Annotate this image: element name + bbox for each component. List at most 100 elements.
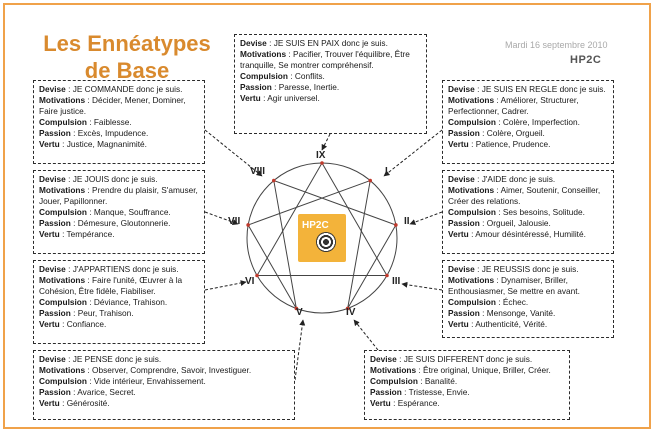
passion-text: Orgueil, Jalousie. — [486, 218, 551, 229]
enneagram-point — [255, 273, 259, 278]
devise-text: JE JOUIS donc je suis. — [72, 174, 158, 184]
passion-label: Passion — [370, 387, 402, 398]
compulsion-text: Manque, Souffrance. — [93, 207, 171, 218]
compulsion-text: Colère, Imperfection. — [502, 117, 580, 128]
arrow-vii — [204, 211, 239, 225]
devise-label: Devise — [448, 264, 475, 274]
devise-label: Devise — [448, 84, 475, 94]
devise-label: Devise — [39, 354, 66, 364]
compulsion-text: Faiblesse. — [93, 117, 132, 128]
motivations-text: Pacifier, Trouver l'équilibre, Être tran… — [240, 49, 410, 71]
type-box-viii: Devise : JE COMMANDE donc je suis. Motiv… — [33, 80, 205, 164]
passion-text: Avarice, Secret. — [77, 387, 136, 398]
motivations-label: Motivations — [39, 275, 86, 286]
numeral-ii: II — [404, 216, 410, 227]
passion-text: Paresse, Inertie. — [278, 82, 340, 93]
vertu-text: Authenticité, Vérité. — [475, 319, 548, 330]
compulsion-label: Compulsion — [39, 376, 87, 387]
passion-label: Passion — [39, 308, 71, 319]
motivations-text: Aimer, Soutenir, Conseiller, Créer des r… — [448, 185, 601, 207]
passion-text: Peur, Trahison. — [77, 308, 134, 319]
compulsion-label: Compulsion — [39, 207, 87, 218]
vertu-text: Agir universel. — [267, 93, 320, 104]
vertu-label: Vertu — [448, 319, 469, 330]
vertu-text: Amour désintéressé, Humilité. — [475, 229, 586, 240]
passion-text: Tristesse, Envie. — [408, 387, 470, 398]
compulsion-label: Compulsion — [240, 71, 288, 82]
numeral-v: V — [296, 307, 303, 318]
compulsion-label: Compulsion — [39, 117, 87, 128]
devise-text: J'APPARTIENS donc je suis. — [72, 264, 179, 274]
arrow-v — [294, 319, 306, 381]
devise-label: Devise — [39, 174, 66, 184]
compulsion-label: Compulsion — [448, 207, 496, 218]
enneagram-point — [345, 306, 350, 311]
arrow-iv — [353, 319, 379, 351]
devise-text: JE PENSE donc je suis. — [72, 354, 162, 364]
devise-text: J'AIDE donc je suis. — [481, 174, 556, 184]
passion-text: Excès, Impudence. — [77, 128, 149, 139]
brand-logo: HP2C — [570, 54, 602, 66]
devise-label: Devise — [448, 174, 475, 184]
target-icon — [316, 232, 336, 252]
passion-label: Passion — [39, 218, 71, 229]
devise-label: Devise — [39, 264, 66, 274]
passion-text: Démesure, Gloutonnerie. — [77, 218, 171, 229]
vertu-text: Générosité. — [66, 398, 110, 409]
type-box-ix: Devise : JE SUIS EN PAIX donc je suis. M… — [234, 34, 427, 134]
numeral-ix: IX — [316, 150, 326, 161]
motivations-label: Motivations — [39, 95, 86, 106]
compulsion-label: Compulsion — [39, 297, 87, 308]
devise-text: JE SUIS EN REGLE donc je suis. — [481, 84, 606, 94]
passion-label: Passion — [448, 128, 480, 139]
motivations-text: Dynamiser, Briller, Enthousiasmer, Se me… — [448, 275, 580, 297]
vertu-text: Tempérance. — [66, 229, 115, 240]
enneagram-point — [246, 223, 250, 227]
motivations-text: Observer, Comprendre, Savoir, Investigue… — [92, 365, 252, 376]
compulsion-text: Échec. — [502, 297, 529, 308]
motivations-text: Faire l'unité, Œuvrer à la Cohésion, Êtr… — [39, 275, 183, 297]
vertu-label: Vertu — [39, 319, 60, 330]
center-logo: HP2C — [298, 214, 346, 262]
compulsion-label: Compulsion — [370, 376, 418, 387]
motivations-label: Motivations — [39, 365, 86, 376]
type-box-iii: Devise : JE REUSSIS donc je suis. Motiva… — [442, 260, 614, 338]
numeral-i: I — [385, 166, 388, 177]
vertu-text: Espérance. — [397, 398, 440, 409]
motivations-label: Motivations — [448, 275, 495, 286]
type-box-v: Devise : JE PENSE donc je suis. Motivati… — [33, 350, 295, 420]
numeral-iv: IV — [346, 307, 356, 318]
compulsion-text: Ses besoins, Solitude. — [502, 207, 585, 218]
vertu-text: Patience, Prudence. — [475, 139, 551, 150]
vertu-label: Vertu — [39, 139, 60, 150]
arrow-iii — [401, 281, 443, 291]
type-box-vi: Devise : J'APPARTIENS donc je suis. Moti… — [33, 260, 205, 344]
arrow-ii — [409, 211, 443, 225]
devise-text: JE COMMANDE donc je suis. — [72, 84, 183, 94]
passion-label: Passion — [240, 82, 272, 93]
motivations-label: Motivations — [39, 185, 86, 196]
motivations-text: Décider, Mener, Dominer, Faire justice. — [39, 95, 186, 117]
passion-text: Colère, Orgueil. — [486, 128, 545, 139]
numeral-vii: VII — [228, 216, 241, 227]
page-title: Les Ennéatypes de Base — [43, 31, 211, 83]
vertu-label: Vertu — [39, 398, 60, 409]
vertu-text: Confiance. — [66, 319, 107, 330]
enneagram-point — [385, 273, 389, 278]
motivations-text: Prendre du plaisir, S'amuser, Jouer, Pap… — [39, 185, 198, 207]
devise-text: JE REUSSIS donc je suis. — [481, 264, 579, 274]
motivations-text: Améliorer, Structurer, Perfectionner, Ca… — [448, 95, 579, 117]
motivations-label: Motivations — [370, 365, 417, 376]
compulsion-text: Vide intérieur, Envahissement. — [93, 376, 206, 387]
arrow-vi — [204, 280, 247, 291]
enneagram-point — [294, 306, 299, 311]
arrow-i — [383, 129, 443, 177]
numeral-viii: VIII — [250, 166, 266, 177]
enneagram-point — [271, 178, 276, 183]
vertu-label: Vertu — [240, 93, 261, 104]
type-box-vii: Devise : JE JOUIS donc je suis. Motivati… — [33, 170, 205, 254]
passion-label: Passion — [448, 218, 480, 229]
passion-label: Passion — [39, 128, 71, 139]
compulsion-text: Banalité. — [424, 376, 458, 387]
